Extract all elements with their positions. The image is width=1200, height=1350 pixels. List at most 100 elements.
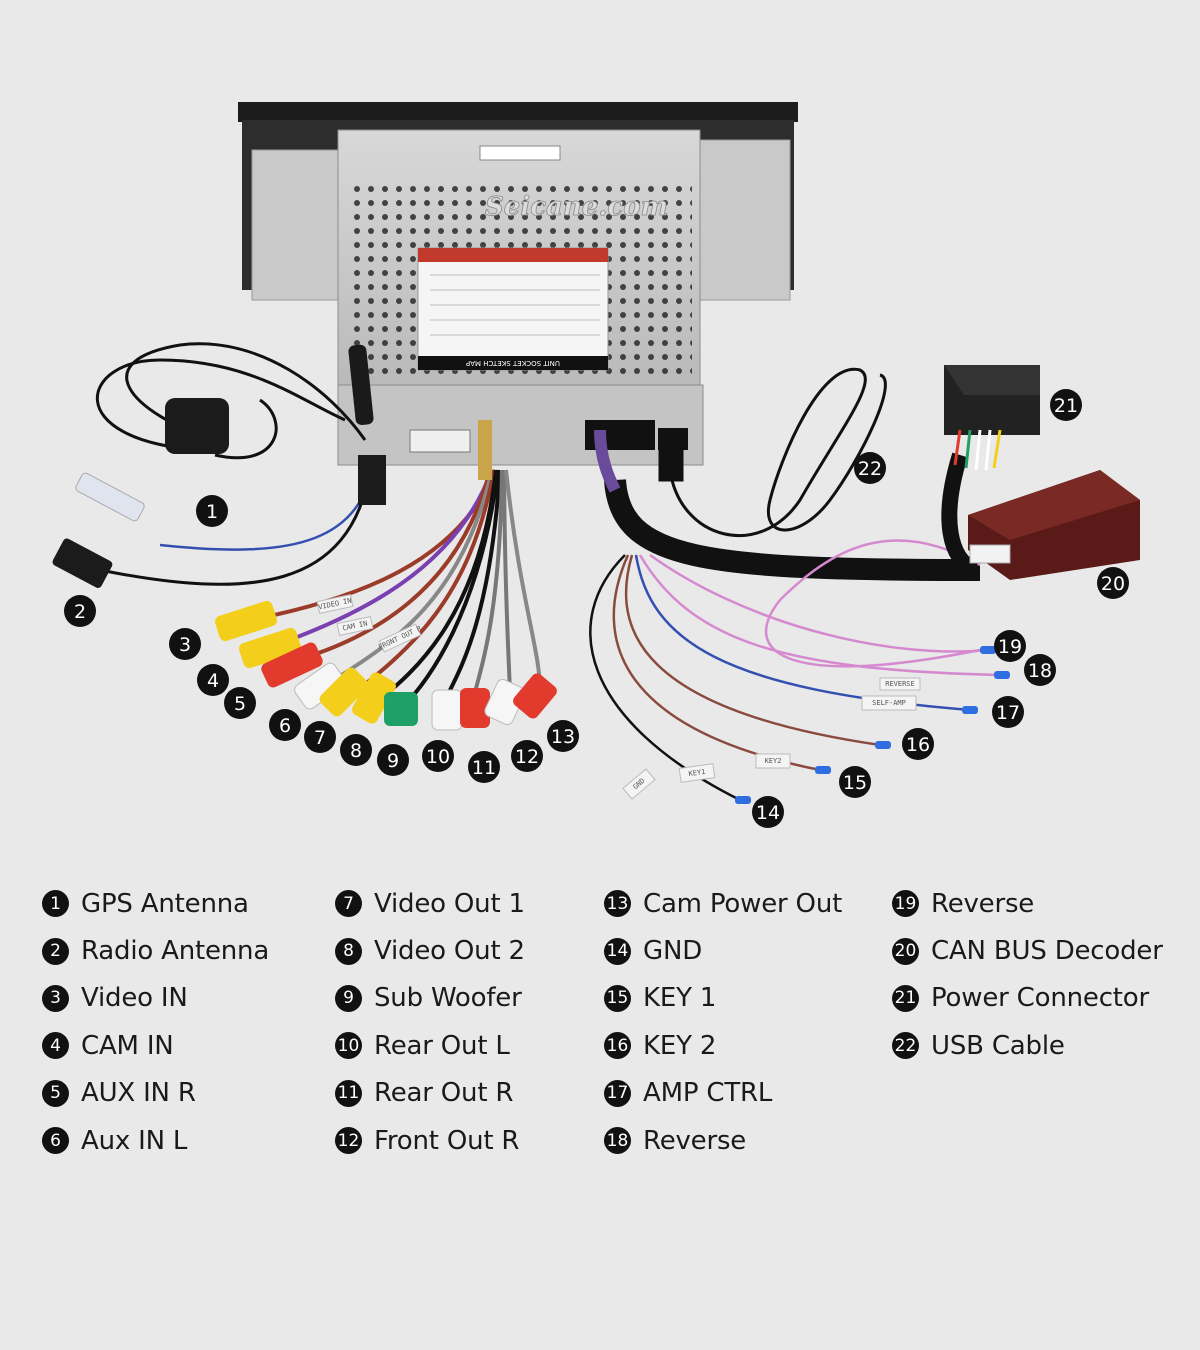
wire-tag-key2: KEY2	[755, 753, 791, 769]
legend-number: 19	[892, 890, 919, 918]
callout-15: 15	[839, 766, 871, 798]
legend-number: 9	[335, 984, 362, 1012]
callout-7: 7	[304, 721, 336, 753]
legend-label: Video Out 2	[374, 936, 525, 967]
legend-label: AUX IN R	[81, 1078, 196, 1109]
callout-number: 1	[206, 501, 218, 523]
main-harness	[589, 429, 1001, 802]
callout-4: 4	[197, 664, 229, 696]
legend-number: 16	[604, 1032, 631, 1060]
legend-label: CAN BUS Decoder	[931, 936, 1163, 967]
legend-label: AMP CTRL	[643, 1078, 773, 1109]
callout-14: 14	[752, 796, 784, 828]
head-unit: UNIT SOCKET SKETCH MAP Seicane.com	[238, 102, 798, 466]
legend-label: USB Cable	[931, 1030, 1065, 1061]
legend-label: Rear Out L	[374, 1030, 510, 1061]
legend-label: Video Out 1	[374, 888, 525, 919]
legend-number: 18	[604, 1127, 631, 1155]
legend-item-13: 13 Cam Power Out	[604, 880, 842, 927]
callout-number: 2	[74, 601, 86, 623]
callout-18: 18	[1024, 654, 1056, 686]
legend-item-19: 19 Reverse	[892, 880, 1163, 927]
legend-item-20: 20 CAN BUS Decoder	[892, 927, 1163, 974]
wire-tag-amp: SELF-AMP	[861, 695, 917, 711]
rca-tag-video: VIDEO IN	[316, 594, 354, 614]
rca-plugs	[215, 600, 557, 731]
callout-number: 10	[426, 746, 450, 768]
callout-number: 6	[279, 715, 291, 737]
legend-item-17: 17 AMP CTRL	[604, 1070, 842, 1117]
wire-tag-key1: KEY1	[678, 763, 716, 783]
legend-number: 2	[42, 937, 69, 965]
svg-text:SELF-AMP: SELF-AMP	[872, 699, 906, 707]
legend-label: CAM IN	[81, 1030, 174, 1061]
callout-11: 11	[468, 751, 500, 783]
legend-label: GPS Antenna	[81, 888, 249, 919]
legend-number: 8	[335, 937, 362, 965]
callout-number: 4	[207, 670, 219, 692]
legend-label: GND	[643, 936, 703, 967]
radio-antenna-cable	[52, 455, 386, 588]
legend-number: 1	[42, 890, 69, 918]
legend-number: 17	[604, 1079, 631, 1107]
callout-number: 18	[1028, 660, 1052, 682]
callout-16: 16	[902, 728, 934, 760]
usb-cable	[658, 367, 887, 537]
callout-1: 1	[196, 495, 228, 527]
legend-item-1: 1 GPS Antenna	[42, 880, 269, 927]
svg-text:REVERSE: REVERSE	[885, 680, 915, 688]
callout-22: 22	[854, 452, 886, 484]
callout-number: 17	[996, 702, 1020, 724]
callout-number: 20	[1101, 573, 1125, 595]
callout-number: 3	[179, 634, 191, 656]
callout-number: 7	[314, 727, 326, 749]
callout-2: 2	[64, 595, 96, 627]
legend-label: Cam Power Out	[643, 888, 843, 919]
callout-5: 5	[224, 687, 256, 719]
svg-text:KEY2: KEY2	[765, 757, 782, 765]
callout-number: 12	[515, 746, 539, 768]
callout-20: 20	[1097, 567, 1129, 599]
wire-tag-reverse: REVERSE	[879, 677, 921, 691]
wire-terminals	[735, 646, 1010, 804]
callout-number: 9	[387, 750, 399, 772]
callout-number: 13	[551, 726, 575, 748]
legend-number: 10	[335, 1032, 362, 1060]
svg-text:KEY1: KEY1	[688, 768, 706, 778]
callout-21: 21	[1050, 389, 1082, 421]
callout-9: 9	[377, 744, 409, 776]
legend-number: 7	[335, 890, 362, 918]
callout-13: 13	[547, 720, 579, 752]
legend-label: Reverse	[931, 888, 1035, 919]
legend-label: KEY 2	[643, 1030, 717, 1061]
legend-item-10: 10 Rear Out L	[335, 1022, 525, 1069]
legend-label: Video IN	[81, 983, 188, 1014]
callout-number: 11	[472, 757, 496, 779]
legend-number: 20	[892, 937, 919, 965]
callout-6: 6	[269, 709, 301, 741]
legend-label: Aux IN L	[81, 1125, 188, 1156]
rca-tag-cam: CAM IN	[336, 616, 374, 636]
watermark: Seicane.com	[485, 192, 668, 222]
legend-number: 13	[604, 890, 631, 918]
power-connector	[941, 365, 1040, 578]
legend-label: Sub Woofer	[374, 983, 522, 1014]
callout-8: 8	[340, 734, 372, 766]
legend-column-2: 7 Video Out 1 8 Video Out 2 9 Sub Woofer 10 Rea…	[335, 880, 525, 1164]
callout-12: 12	[511, 740, 543, 772]
callout-19: 19	[994, 630, 1026, 662]
legend-number: 12	[335, 1127, 362, 1155]
